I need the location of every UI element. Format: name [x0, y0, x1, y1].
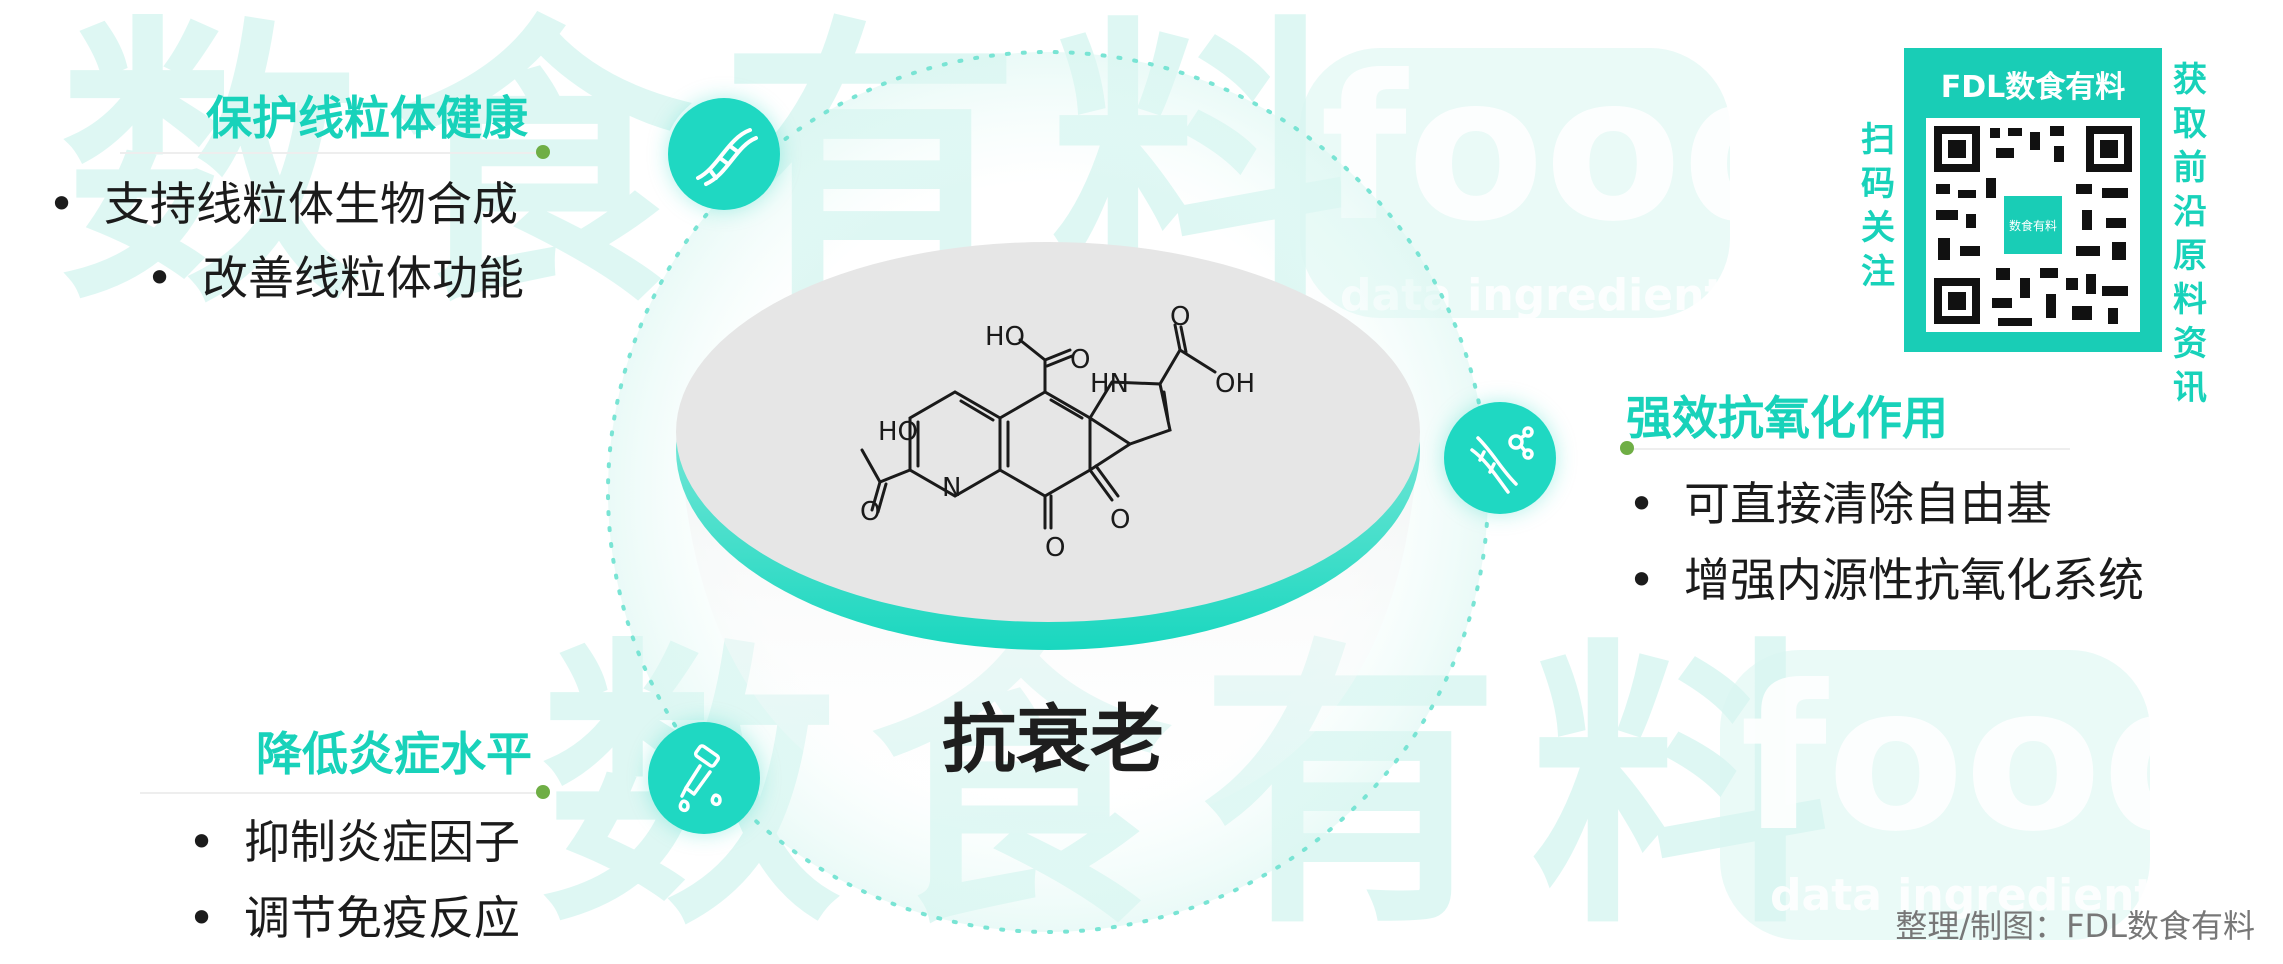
watermark-food-bottom	[1720, 650, 2150, 940]
label-n-ring: N	[942, 473, 961, 503]
label-o-top-right: O	[1170, 302, 1190, 332]
watermark-logo-bottom: food	[1740, 643, 2245, 876]
label-oh-top-right: OH	[1215, 369, 1255, 399]
credit-text: 整理/制图：FDL数食有料	[1895, 907, 2255, 945]
molecule-structure	[860, 323, 1217, 530]
divider-antioxidant	[1630, 448, 2070, 450]
heading-inflammation: 降低炎症水平	[256, 727, 532, 781]
label-o-top-left: O	[1070, 345, 1090, 375]
divider-dot-antioxidant	[1620, 441, 1634, 455]
list-item: •调节免疫反应	[188, 891, 520, 945]
label-nh: HN	[1090, 369, 1129, 399]
watermark-logo-top: food	[1320, 33, 1825, 266]
list-item: •抑制炎症因子	[188, 815, 520, 869]
label-oh-left: HO	[878, 417, 918, 447]
qr-left-caption: 扫码关注	[1861, 120, 1895, 292]
watermark-sub-bottom: data ingredient	[1770, 870, 2156, 921]
list-item: •改善线粒体功能	[146, 251, 524, 305]
label-o-bottom-left: O	[1045, 533, 1065, 563]
divider-dot-mitochondria	[536, 145, 550, 159]
divider-dot-inflammation	[536, 785, 550, 799]
list-item: •增强内源性抗氧化系统	[1628, 553, 2144, 607]
qr-code[interactable]: 数食有料	[1926, 118, 2140, 332]
divider-inflammation	[140, 792, 540, 794]
heading-mitochondria: 保护线粒体健康	[206, 91, 528, 145]
qr-right-caption: 获取前沿原料资讯	[2173, 60, 2207, 408]
label-o-bottom-right: O	[1110, 505, 1130, 535]
molecule-dna-icon	[1444, 402, 1556, 514]
qr-title: FDL数食有料	[1940, 70, 2126, 105]
pedestal-top	[676, 242, 1420, 622]
qr-card[interactable]: FDL数食有料 数食有料	[1904, 48, 2162, 352]
heading-antioxidant: 强效抗氧化作用	[1626, 391, 1948, 445]
list-item: •支持线粒体生物合成	[48, 177, 518, 231]
center-title: 抗衰老	[942, 697, 1164, 783]
label-o-left: O	[860, 497, 880, 527]
dna-icon	[668, 98, 780, 210]
qr-center-badge: 数食有料	[2009, 218, 2057, 233]
list-item: •可直接清除自由基	[1628, 477, 2052, 531]
label-oh-top-left: HO	[985, 322, 1025, 352]
divider-mitochondria	[120, 152, 540, 154]
dropper-icon	[648, 722, 760, 834]
